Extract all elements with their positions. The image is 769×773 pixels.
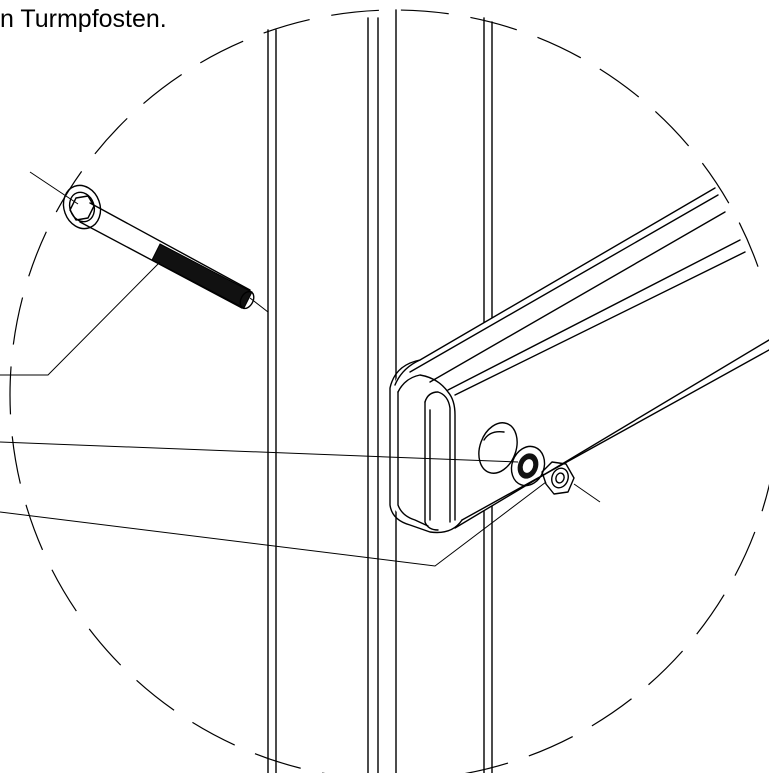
washer <box>510 445 546 487</box>
instruction-caption: n Turmpfosten. <box>0 5 167 33</box>
leader-lines <box>0 261 547 567</box>
detail-circle <box>9 9 769 773</box>
horizontal-beam <box>388 187 769 534</box>
carriage-bolt <box>29 171 269 313</box>
hex-nut <box>541 461 601 503</box>
